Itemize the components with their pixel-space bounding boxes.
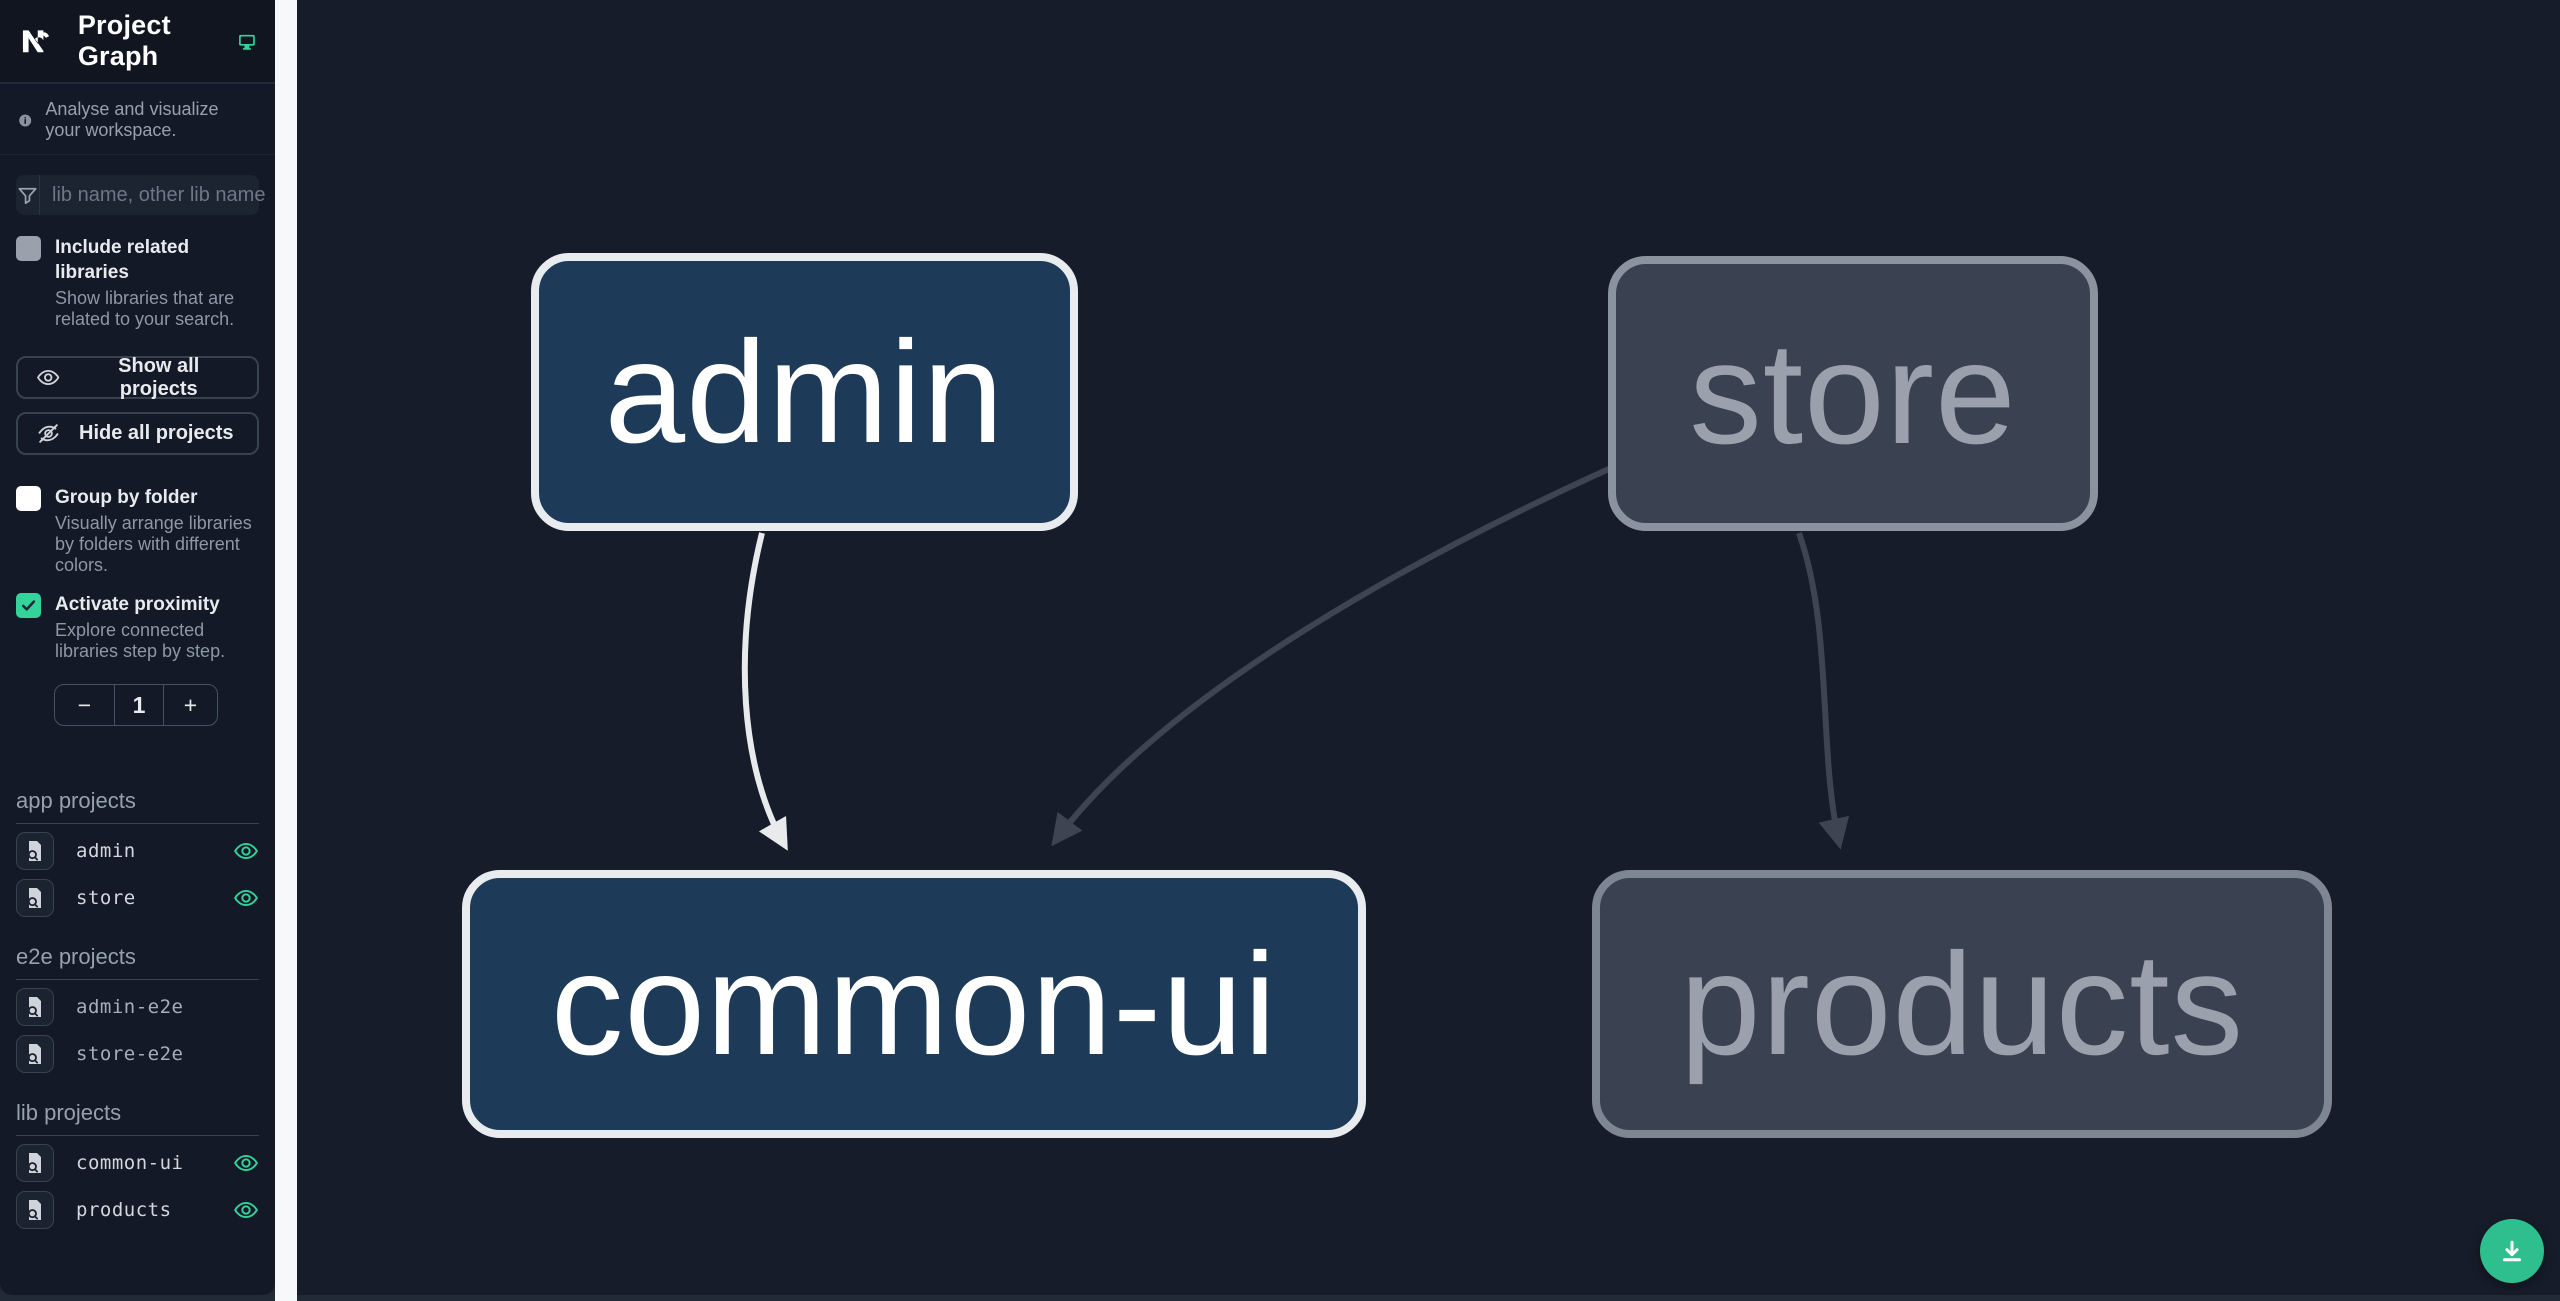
section-title: e2e projects: [16, 944, 259, 980]
sidebar: Project Graph Analyse and visualize your…: [0, 0, 275, 1295]
show-all-projects-button[interactable]: Show all projects: [16, 354, 259, 400]
section-lib-projects: lib projects common-ui: [0, 1100, 275, 1230]
document-magnifier-icon: [27, 997, 41, 1017]
button-label: Show all projects: [118, 354, 200, 400]
project-row-common-ui: common-ui: [16, 1143, 259, 1183]
node-label: store: [1689, 312, 2017, 474]
toggle-label: Activate proximity: [55, 594, 220, 615]
sidebar-header: Project Graph: [0, 0, 275, 84]
graph-node-admin[interactable]: admin: [531, 253, 1078, 531]
node-label: common-ui: [550, 922, 1278, 1085]
proximity-decrement-button[interactable]: −: [55, 685, 115, 725]
project-row-admin: admin: [16, 831, 259, 871]
project-name: products: [76, 1199, 172, 1221]
project-row-admin-e2e: admin-e2e: [16, 987, 259, 1027]
eye-icon: [36, 369, 60, 386]
project-row-store-e2e: store-e2e: [16, 1034, 259, 1074]
focus-project-button[interactable]: [16, 988, 54, 1026]
search-box: [16, 175, 275, 215]
workspace-info-row: Analyse and visualize your workspace.: [0, 84, 275, 155]
focus-project-button[interactable]: [16, 879, 54, 917]
section-app-projects: app projects admin: [0, 788, 275, 918]
proximity-value: 1: [132, 691, 146, 718]
checkbox-include-related[interactable]: [16, 236, 41, 261]
project-name: admin: [76, 840, 136, 862]
check-icon: [21, 600, 36, 611]
hide-all-projects-button[interactable]: Hide all projects: [16, 412, 259, 455]
workspace-info-text: Analyse and visualize your workspace.: [45, 99, 219, 140]
focus-project-button[interactable]: [16, 1035, 54, 1073]
document-magnifier-icon: [27, 1200, 41, 1220]
proximity-increment-button[interactable]: +: [163, 685, 217, 725]
toggle-visibility-eye-icon[interactable]: [233, 838, 259, 864]
bottom-edge-strip: [0, 1295, 2560, 1301]
toggle-description: Visually arrange libraries by folders wi…: [55, 513, 252, 575]
project-name: admin-e2e: [76, 996, 184, 1018]
sidebar-resize-divider[interactable]: [275, 0, 297, 1301]
project-name: store-e2e: [76, 1043, 184, 1065]
node-label: admin: [604, 310, 1005, 473]
toggle-label: Group by folder: [55, 487, 198, 508]
document-magnifier-icon: [27, 1153, 41, 1173]
project-row-store: store: [16, 878, 259, 918]
button-label: Hide all projects: [79, 422, 234, 444]
toggle-activate-proximity[interactable]: Activate proximity Explore connected lib…: [0, 592, 275, 662]
checkbox-group-by-folder[interactable]: [16, 486, 41, 511]
focus-project-button[interactable]: [16, 1191, 54, 1229]
document-magnifier-icon: [27, 841, 41, 861]
project-name: common-ui: [76, 1152, 184, 1174]
proximity-stepper: − 1 +: [54, 684, 218, 726]
section-title: app projects: [16, 788, 259, 824]
project-name: store: [76, 887, 136, 909]
toggle-visibility-eye-icon[interactable]: [233, 1197, 259, 1223]
filter-funnel-icon: [16, 175, 40, 215]
focus-project-button[interactable]: [16, 832, 54, 870]
toggle-group-by-folder[interactable]: Group by folder Visually arrange librari…: [0, 485, 275, 576]
toggle-description: Explore connected libraries step by step…: [55, 620, 226, 661]
document-magnifier-icon: [27, 1044, 41, 1064]
document-magnifier-icon: [27, 888, 41, 908]
graph-node-products[interactable]: products: [1592, 870, 2332, 1138]
download-graph-button[interactable]: [2480, 1219, 2544, 1283]
focus-project-button[interactable]: [16, 1144, 54, 1182]
toggle-visibility-eye-icon[interactable]: [233, 885, 259, 911]
toggle-include-related[interactable]: Include related libraries Show libraries…: [0, 235, 275, 330]
edge-admin-common-ui[interactable]: [741, 532, 788, 851]
graph-node-store[interactable]: store: [1608, 256, 2098, 531]
info-icon: [19, 114, 32, 126]
toggle-visibility-eye-icon[interactable]: [233, 1150, 259, 1176]
edge-store-products[interactable]: [1796, 532, 1850, 850]
section-e2e-projects: e2e projects admin-e2e store-e2e: [0, 944, 275, 1074]
toggle-label: Include related libraries: [55, 237, 190, 283]
page-title: Project Graph: [77, 10, 171, 71]
monitor-icon[interactable]: [237, 28, 257, 55]
node-label: products: [1679, 922, 2245, 1085]
nx-logo: [22, 30, 50, 53]
search-input[interactable]: [40, 175, 275, 215]
project-row-products: products: [16, 1190, 259, 1230]
edge-store-common-ui[interactable]: [1051, 465, 1613, 847]
toggle-description: Show libraries that are related to your …: [55, 288, 235, 329]
section-title: lib projects: [16, 1100, 259, 1136]
eye-off-icon: [38, 424, 59, 443]
download-icon: [2503, 1240, 2521, 1262]
graph-node-common-ui[interactable]: common-ui: [462, 870, 1366, 1138]
checkbox-activate-proximity[interactable]: [16, 593, 41, 618]
